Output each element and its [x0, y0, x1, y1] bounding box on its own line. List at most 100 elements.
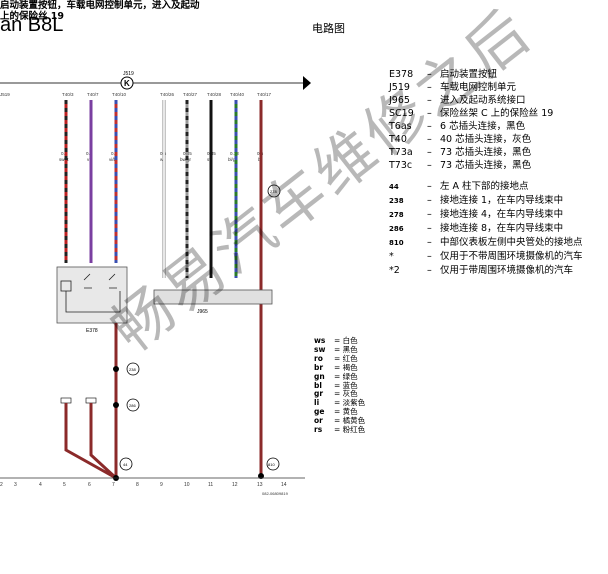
legend-desc: 车载电网控制单元 — [440, 82, 517, 93]
legend-item: *–仅用于不带周围环境摄像机的汽车 — [389, 250, 583, 263]
color-row: gn= 绿色 — [314, 371, 358, 381]
color-row: rs= 粉红色 — [314, 425, 366, 435]
legend-item: SC19–保险丝架 C 上的保险丝 19 — [389, 107, 553, 120]
legend-item: T40 –40 芯插头连接，灰色 — [389, 133, 531, 146]
section-title: 电路图 — [312, 22, 345, 35]
pin-label-2: T40/7 — [87, 92, 99, 97]
ground-810-icon — [266, 457, 280, 471]
legend-heading-line2: 上的保险丝 19 — [0, 11, 65, 22]
pin-label-4: T40/26 — [160, 92, 175, 97]
continuation-arrow-icon — [303, 76, 311, 90]
legend-code: E378 — [389, 69, 414, 80]
legend-dash: – — [427, 95, 432, 106]
legend-dash: – — [427, 147, 432, 158]
bottom-num-2: 4 — [39, 482, 42, 488]
ground-278-icon — [267, 184, 281, 198]
bottom-num-11: 13 — [257, 482, 263, 488]
legend-code: T40 — [389, 134, 407, 145]
drawing-id: 082-06809819 — [262, 491, 289, 496]
legend-code: T6as — [389, 121, 412, 132]
ground-238-label: 238 — [129, 367, 136, 372]
switch-wiring — [65, 291, 121, 313]
legend-dash: – — [427, 134, 432, 145]
wire-color-2: vi — [87, 157, 90, 162]
legend-item: 286–接地连接 8，在车内导线束中 — [389, 222, 563, 235]
pin-label-1: T40/3 — [62, 92, 74, 97]
legend-dash: – — [427, 82, 432, 93]
color-row: ro= 红色 — [314, 353, 358, 363]
legend-desc: 仅用于带周围环境摄像机的汽车 — [440, 265, 574, 276]
color-row: or= 橘黄色 — [314, 416, 366, 426]
pin-label-8: T40/17 — [257, 92, 272, 97]
bottom-num-1: 3 — [14, 482, 17, 488]
legend-item: T6as –6 芯插头连接，黑色 — [389, 120, 525, 133]
legend-item: J519 –车载电网控制单元 — [389, 81, 516, 94]
legend-item: 238–接地连接 1，在车内导线束中 — [389, 194, 563, 207]
bottom-num-12: 14 — [281, 482, 287, 488]
legend-item: *2–仅用于带周围环境摄像机的汽车 — [389, 264, 573, 277]
color-row: br= 褐色 — [314, 362, 358, 372]
legend-item: T73c–73 芯插头连接，黑色 — [389, 159, 531, 172]
ground-286-label: 286 — [129, 403, 136, 408]
legend-code: 286 — [389, 225, 404, 233]
bus-symbol: K — [124, 79, 130, 88]
branch-connector-1 — [60, 397, 72, 404]
branch-wires — [64, 403, 118, 480]
wire-size-1: 0.5 — [61, 151, 68, 156]
switch-label: E378 — [86, 328, 98, 334]
splice-dot-1 — [113, 366, 119, 372]
legend-desc: 保险丝架 C 上的保险丝 19 — [440, 108, 554, 119]
legend-item: 810–中部仪表板左侧中央管处的接地点 — [389, 236, 583, 249]
bottom-num-8: 10 — [184, 482, 190, 488]
legend-desc: 进入及起动系统接口 — [440, 95, 526, 106]
legend-dash: – — [427, 121, 432, 132]
ground-238-icon — [126, 362, 140, 376]
ground-286-icon — [126, 398, 140, 412]
wire-size-2: 0.5 — [86, 151, 93, 156]
pin-label-7: T40/40 — [230, 92, 245, 97]
legend-desc: 启动装置按钮 — [440, 69, 498, 80]
legend-dash: – — [427, 160, 432, 171]
legend-dash: – — [427, 209, 432, 220]
legend-code: 44 — [389, 183, 399, 191]
legend-item: T73a–73 芯插头连接，黑色 — [389, 146, 531, 159]
bottom-num-6: 8 — [136, 482, 139, 488]
pin-label-3: T40/10 — [112, 92, 127, 97]
ground-810-label: 810 — [268, 462, 275, 467]
legend-code: 278 — [389, 211, 404, 219]
legend-desc: 6 芯插头连接，黑色 — [440, 121, 526, 132]
legend-desc: 仅用于不带周围环境摄像机的汽车 — [440, 251, 583, 262]
legend-desc: 接地连接 8，在车内导线束中 — [440, 223, 564, 234]
color-row: ws= 白色 — [314, 336, 358, 345]
legend-code: *2 — [389, 265, 400, 276]
legend-item: J965 –进入及起动系统接口 — [389, 94, 526, 107]
bottom-num-5: 7 — [112, 482, 115, 488]
wiring-diagram: J519 K J519 T40/3 T40/7 T40/10 T40/26 T4… — [0, 71, 311, 496]
wire-color-3: vi/bl — [109, 157, 117, 162]
top-connector-label: J519 — [123, 71, 134, 77]
legend-item: 278–接地连接 4，在车内导线束中 — [389, 208, 563, 221]
legend-code: SC19 — [389, 108, 414, 119]
legend-code: * — [389, 251, 394, 262]
module-label: J965 — [197, 309, 208, 315]
module-box — [153, 289, 273, 305]
ground-node-810 — [258, 473, 264, 479]
wire-size-3: 0.5 — [111, 151, 118, 156]
page-title: an B8L — [0, 14, 64, 36]
bottom-num-4: 6 — [88, 482, 91, 488]
legend-code: J965 — [389, 95, 410, 106]
ground-44-label: 44 — [123, 462, 128, 467]
legend-desc: 中部仪表板左侧中央管处的接地点 — [440, 237, 583, 248]
legend-desc: 73 芯插头连接，黑色 — [440, 160, 532, 171]
legend-desc: 40 芯插头连接，灰色 — [440, 134, 532, 145]
switch-contacts — [83, 273, 117, 289]
legend-desc: 接地连接 1，在车内导线束中 — [440, 195, 564, 206]
legend-dash: – — [427, 237, 432, 248]
legend-code: 238 — [389, 197, 404, 205]
wire-color-7: bl/gn — [228, 157, 238, 162]
color-row: sw= 黑色 — [314, 344, 358, 354]
legend-code: J519 — [389, 82, 410, 93]
bus-symbol-icon — [120, 76, 134, 90]
legend-dash: – — [427, 181, 432, 192]
splice-dot-2 — [113, 402, 119, 408]
